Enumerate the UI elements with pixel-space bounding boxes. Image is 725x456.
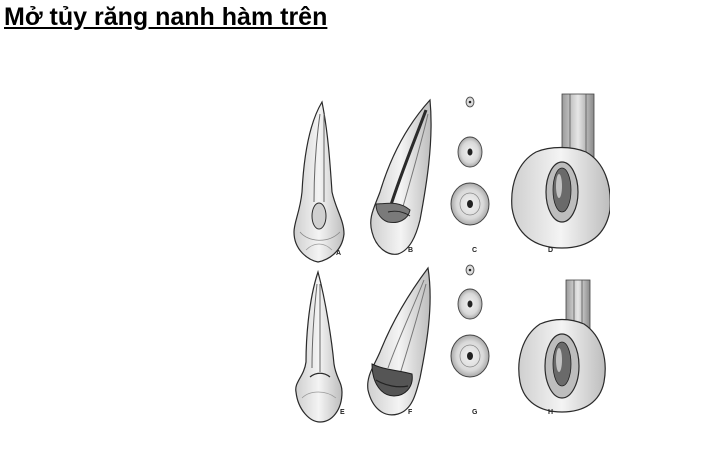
- panel-label-b: B: [408, 247, 413, 254]
- panel-a-tooth: [293, 100, 345, 263]
- panel-label-d: D: [548, 247, 553, 254]
- panel-label-h: H: [548, 409, 553, 416]
- panel-e-tooth: [295, 269, 343, 423]
- panel-b-tooth: [370, 98, 432, 255]
- panel-d-access-view: [511, 93, 610, 249]
- page-title: Mở tủy răng nanh hàm trên: [4, 3, 328, 31]
- panel-label-c: C: [472, 247, 477, 254]
- panel-f-tooth: [367, 266, 431, 416]
- panel-c-cross-sections: [450, 96, 490, 226]
- panel-label-f: F: [408, 409, 413, 416]
- canine-access-illustration: A B C D E: [280, 92, 610, 437]
- panel-label-e: E: [340, 409, 345, 416]
- panel-h-access-view: [518, 279, 606, 413]
- panel-label-a: A: [336, 250, 341, 257]
- panel-g-cross-sections: [450, 264, 490, 378]
- panel-label-g: G: [472, 409, 478, 416]
